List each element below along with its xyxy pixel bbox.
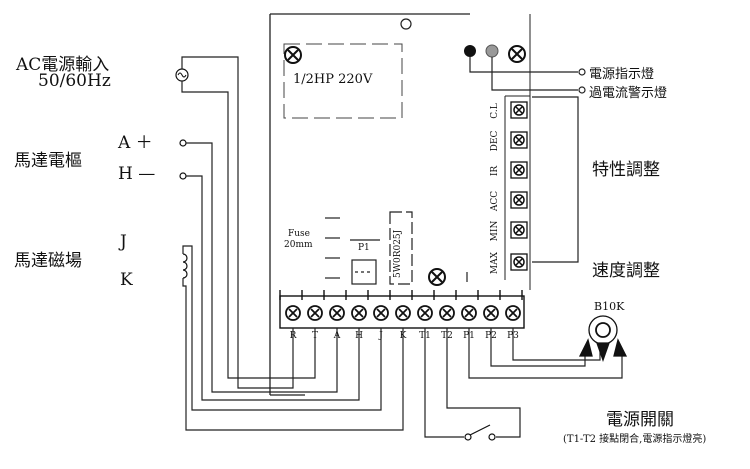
field-j-label: J	[120, 232, 127, 252]
motor-armature-label: 馬達電樞	[14, 151, 82, 171]
field-k-label: K	[120, 270, 133, 290]
rating-box	[283, 43, 403, 119]
switch-note: (T1-T2 接點閉合,電源指示燈亮)	[563, 434, 707, 445]
terminal-label-k: K	[399, 331, 407, 341]
overcurrent-lamp-label: 過電流警示燈	[589, 86, 668, 101]
trimpot-label-max: MAX	[490, 251, 500, 275]
fuse-rating-label: 20mm	[284, 240, 313, 250]
armature-h-terminal	[179, 172, 187, 180]
terminal-label-t: T	[311, 331, 318, 341]
wires	[181, 56, 623, 438]
trimpot-label-ir: IR	[490, 165, 500, 177]
terminal-label-a: A	[333, 331, 341, 341]
ac-source-icon	[175, 68, 189, 82]
overcurrent-led-icon	[485, 44, 499, 58]
terminal-label-t2: T2	[441, 331, 453, 341]
terminal-label-h: H	[355, 331, 363, 341]
trimpot-label-cl: C.L	[490, 103, 500, 119]
terminal-label-p1: P1	[463, 331, 475, 341]
p1-jumper-label: P1	[358, 243, 370, 253]
power-lamp-label: 電源指示燈	[589, 67, 655, 82]
trimpot-label-acc: ACC	[490, 190, 500, 212]
rating-label: 1/2HP 220V	[293, 72, 373, 87]
field-coil-icon	[182, 253, 188, 279]
trimpot-label-dec: DEC	[490, 130, 500, 152]
armature-h-label: H —	[118, 164, 156, 184]
potentiometer-label: B10K	[594, 300, 625, 313]
motor-field-label: 馬達磁場	[14, 251, 82, 271]
armature-a-label: A ＋	[118, 133, 153, 153]
resistor-label: 5W0R025J	[393, 229, 403, 278]
terminal-label-p3: P3	[507, 331, 519, 341]
ac-input-label: AC電源輸入	[16, 55, 110, 75]
ac-frequency-label: 50/60Hz	[38, 71, 111, 91]
armature-a-terminal	[179, 139, 187, 147]
screw-icon	[428, 268, 446, 286]
speed-adjust-label: 速度調整	[592, 261, 660, 281]
power-switch-icon	[464, 424, 496, 441]
fuse-label: Fuse	[288, 229, 310, 239]
trimpot-label-min: MIN	[490, 220, 500, 242]
terminal-label-r: R	[289, 331, 297, 341]
screw-icon	[508, 45, 526, 63]
power-led-icon	[464, 45, 476, 57]
terminal-label-p2: P2	[485, 331, 497, 341]
potentiometer-icon	[578, 315, 628, 362]
terminal-screws	[285, 305, 521, 321]
screw-icon	[284, 46, 302, 64]
mounting-hole	[400, 18, 412, 30]
terminal-label-t1: T1	[419, 331, 431, 341]
characteristic-adjust-label: 特性調整	[592, 160, 660, 180]
power-switch-label: 電源開關	[606, 410, 674, 430]
terminal-label-j: J	[379, 331, 383, 341]
trimpot-column	[510, 101, 528, 271]
